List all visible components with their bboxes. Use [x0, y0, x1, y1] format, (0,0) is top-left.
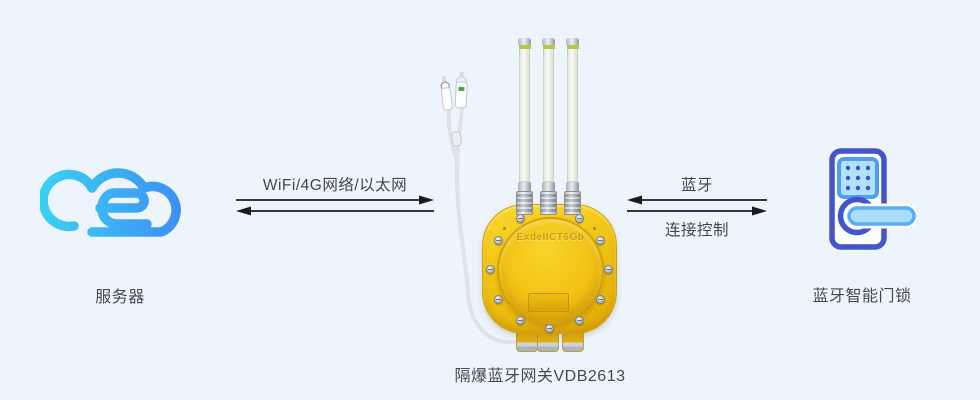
antenna-ring [566, 45, 579, 49]
server-label: 服务器 [95, 289, 145, 306]
server-node: 服务器 [40, 132, 200, 306]
antenna-cap [542, 38, 555, 45]
antenna-ring [518, 45, 531, 49]
cloud-outline [40, 168, 181, 237]
antenna-tube [543, 49, 554, 182]
bidirectional-arrows-icon [627, 195, 767, 216]
keypad-dots [845, 165, 871, 191]
antenna-tube [567, 49, 578, 182]
link-gateway-lock: 蓝牙 连接控制 [625, 170, 769, 242]
link-server-gateway: WiFi/4G网络/以太网 [234, 170, 436, 220]
ex-marking-text: ExdeIICT6Gb [516, 232, 585, 243]
screw-icon [516, 214, 525, 223]
gateway-label: 隔爆蓝牙网关VDB2613 [454, 368, 626, 385]
screw-icon [494, 236, 503, 245]
antenna-ring [542, 45, 555, 49]
antenna-cap [566, 38, 579, 45]
antenna-tube [519, 49, 530, 182]
screw-icon [575, 316, 584, 325]
antenna-icon [566, 38, 579, 191]
cable-connector-icon [454, 71, 468, 109]
screw-icon [494, 295, 503, 304]
cloud-server-icon [40, 168, 181, 237]
gateway-cover: ExdeIICT6Gb [497, 217, 604, 324]
antenna-band [566, 182, 579, 191]
pinhole [503, 227, 506, 230]
lock-label: 蓝牙智能门锁 [812, 288, 912, 305]
antenna-band [518, 182, 531, 191]
antenna-band [542, 182, 555, 191]
antenna-connector [515, 191, 533, 215]
cable-connector-icon [440, 75, 453, 111]
lock-handle-bar [847, 206, 916, 226]
arrow-to-gateway-head [419, 195, 434, 205]
antenna-connector [563, 191, 581, 215]
antenna-connector [539, 191, 557, 215]
antenna-cap [518, 38, 531, 45]
screw-icon [516, 316, 525, 325]
screw-icon [604, 265, 613, 274]
arrow-to-lock-head [752, 206, 767, 216]
cable-icon [440, 71, 529, 345]
screw-icon [575, 214, 584, 223]
lock-node: 蓝牙智能门锁 [810, 146, 916, 305]
arrow-to-gateway-head [627, 195, 642, 205]
antenna-icon [518, 38, 531, 191]
bluetooth-label: 蓝牙 [680, 177, 713, 194]
screw-icon [596, 236, 605, 245]
gateway-node: ExdeIICT6Gb [430, 30, 650, 365]
wifi-ethernet-label: WiFi/4G网络/以太网 [262, 177, 408, 194]
screw-icon [596, 295, 605, 304]
connect-control-label: 连接控制 [664, 222, 729, 239]
cloud-e-glyph [95, 188, 152, 229]
pinhole [593, 227, 596, 230]
screw-icon [486, 265, 495, 274]
gateway-device-icon: ExdeIICT6Gb [482, 204, 617, 334]
arrow-to-server-head [236, 206, 251, 216]
antenna-icon [542, 38, 555, 191]
gateway-nameplate [528, 293, 569, 312]
bidirectional-arrows-icon [236, 195, 434, 216]
smart-lock-icon [829, 148, 916, 250]
screw-icon [545, 324, 554, 333]
